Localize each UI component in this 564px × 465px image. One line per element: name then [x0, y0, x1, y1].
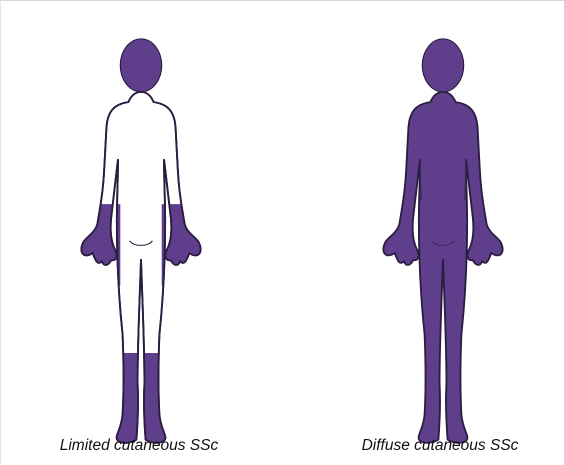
figure-diffuse — [383, 39, 502, 443]
limited-head — [120, 39, 161, 92]
caption-diffuse: Diffuse cutaneous SSc — [325, 437, 555, 455]
diffuse-head — [422, 39, 463, 92]
diffuse-body — [383, 92, 502, 443]
figure-limited — [81, 39, 200, 443]
caption-limited: Limited cutaneous SSc — [24, 437, 254, 455]
